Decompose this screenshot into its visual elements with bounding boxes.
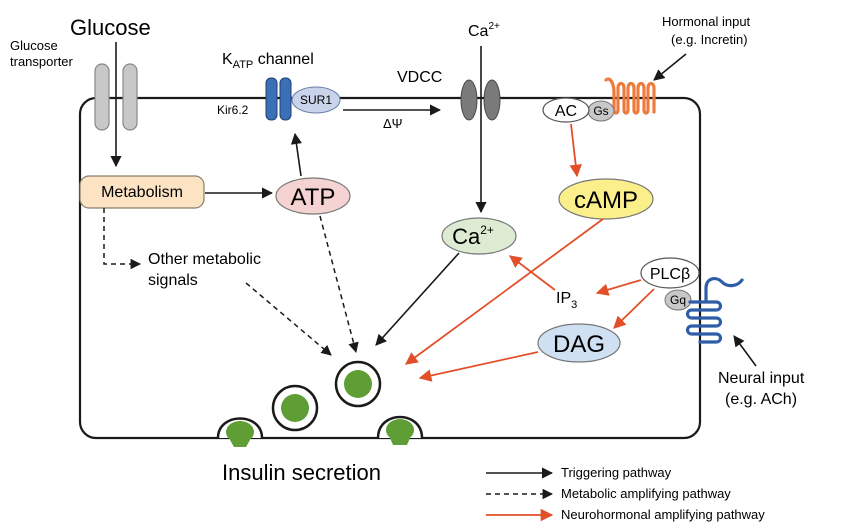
- plc-beta-node: [640, 257, 700, 289]
- other-signals-to-granules-arrow: [245, 282, 332, 356]
- ac-to-camp-arrow: [569, 123, 582, 178]
- gs-label: Gs: [593, 104, 608, 118]
- metabolism-to-other-signals-arrow: [103, 208, 142, 270]
- calcium-to-granules-arrow: [375, 252, 460, 346]
- other-signals-label-1: Other metabolic: [148, 251, 261, 268]
- atp-to-granules-arrow: [319, 215, 359, 354]
- hormonal-input-label-2: (e.g. Incretin): [671, 32, 748, 47]
- calcium-top-label: Ca2+: [468, 21, 500, 40]
- sur1-label: SUR1: [300, 93, 332, 107]
- metabolism-box: [79, 175, 205, 209]
- ip3-to-calcium-arrow: [508, 255, 556, 291]
- glucose-label: Glucose: [70, 15, 151, 40]
- kir62-label: Kir6.2: [217, 103, 249, 117]
- legend: Triggering pathway Metabolic amplifying …: [486, 465, 765, 522]
- glucose-transporter: [94, 63, 138, 131]
- delta-psi-label: ΔΨ: [383, 116, 403, 131]
- neural-input-label-2: (e.g. ACh): [725, 391, 797, 408]
- ac-label: AC: [555, 103, 577, 120]
- hormonal-input-label-1: Hormonal input: [662, 14, 751, 29]
- legend-label-neurohormonal: Neurohormonal amplifying pathway: [561, 507, 765, 522]
- glucose-transporter-label-2: transporter: [10, 54, 74, 69]
- katp-channel: [265, 77, 341, 121]
- metabolism-label: Metabolism: [101, 184, 183, 201]
- neural-input-label-1: Neural input: [718, 370, 805, 387]
- vdcc-label: VDCC: [397, 69, 442, 86]
- cell-membrane: [78, 96, 702, 440]
- gpcr-orange-receptor: [604, 77, 656, 115]
- calcium-node: [441, 217, 517, 255]
- atp-node: [275, 177, 351, 215]
- hormonal-input-arrow: [653, 53, 687, 81]
- calcium-inner-label: Ca2+: [452, 223, 494, 249]
- atp-to-katp-arrow: [290, 132, 302, 177]
- gpcr-blue-receptor: [685, 277, 744, 344]
- plc-beta-label: PLCβ: [650, 266, 690, 283]
- atp-label: ATP: [291, 184, 336, 211]
- insulin-granule: [271, 384, 319, 432]
- gq-label: Gq: [670, 293, 686, 307]
- legend-label-metabolic: Metabolic amplifying pathway: [561, 486, 731, 501]
- dag-node: [537, 323, 621, 363]
- docked-insulin-granule: [216, 417, 264, 447]
- camp-to-granules-arrow: [404, 218, 604, 365]
- legend-label-triggering: Triggering pathway: [561, 465, 672, 480]
- glucose-transporter-label-1: Glucose: [10, 38, 58, 53]
- dag-label: DAG: [553, 331, 605, 358]
- camp-node: [558, 178, 654, 220]
- gq-protein: [664, 289, 692, 311]
- insulin-granule: [334, 360, 382, 408]
- plc-to-dag-arrow: [613, 288, 655, 329]
- ip3-label: IP3: [556, 290, 577, 311]
- neural-input-arrow: [733, 335, 757, 367]
- adenylyl-cyclase: [542, 97, 590, 123]
- katp-channel-label: KATP channel: [222, 51, 314, 71]
- insulin-secretion-label: Insulin secretion: [222, 460, 381, 485]
- other-signals-label-2: signals: [148, 272, 198, 289]
- dag-to-granules-arrow: [418, 351, 539, 382]
- vdcc-channel: [460, 79, 501, 121]
- camp-label: cAMP: [574, 187, 638, 214]
- docked-insulin-granule: [376, 415, 424, 445]
- plc-to-ip3-arrow: [595, 279, 642, 296]
